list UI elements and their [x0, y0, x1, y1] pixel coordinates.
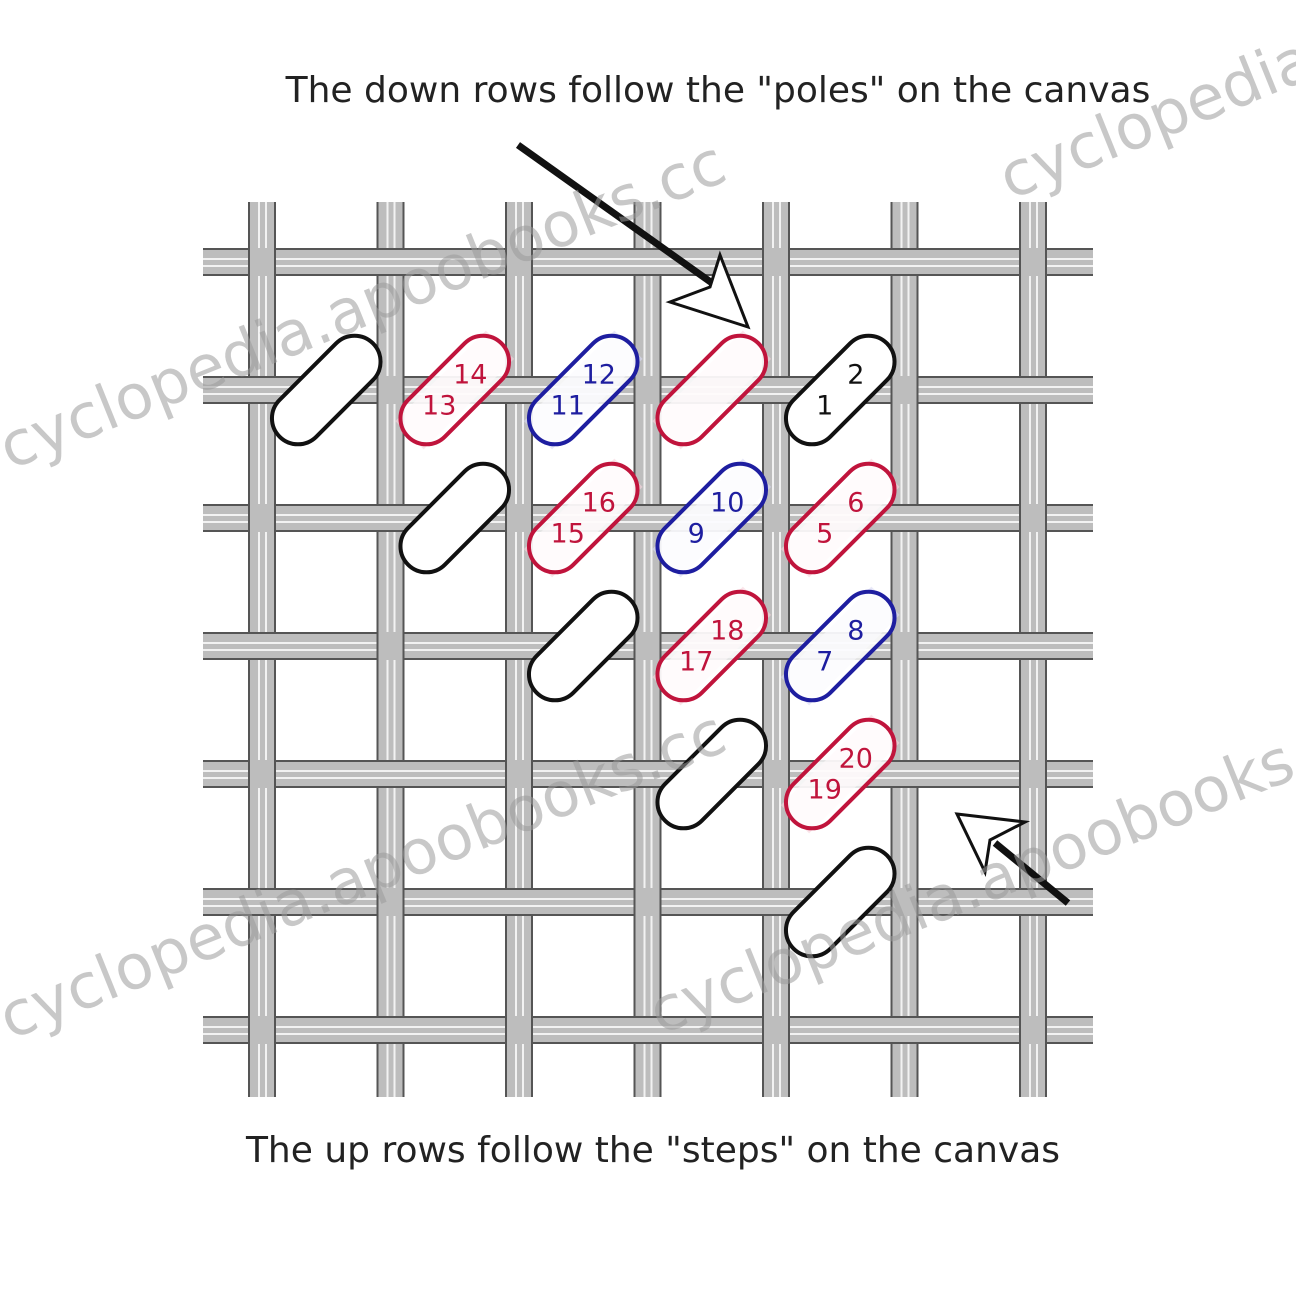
stitch-number: 1 — [816, 391, 833, 422]
horizontal-thread — [203, 248, 1093, 276]
stitch-number: 5 — [816, 519, 833, 550]
stitch-number: 19 — [808, 775, 842, 806]
stitch-number: 11 — [551, 391, 585, 422]
horizontal-thread — [203, 1016, 1093, 1044]
horizontal-thread — [203, 632, 1093, 660]
watermark-text: cyclopedia.apoobooks.cc — [0, 695, 735, 1054]
horizontal-thread — [203, 504, 1093, 532]
stitch-number: 2 — [847, 359, 864, 390]
stitch-number: 20 — [839, 743, 873, 774]
stitch-number: 9 — [688, 519, 705, 550]
stitch-number: 13 — [422, 391, 456, 422]
stitch-number: 12 — [582, 359, 616, 390]
stitch-number: 18 — [710, 615, 744, 646]
top-caption: The down rows follow the "poles" on the … — [0, 70, 1296, 111]
stitch-number: 15 — [551, 519, 585, 550]
stitch-number: 7 — [816, 647, 833, 678]
bottom-caption: The up rows follow the "steps" on the ca… — [0, 1130, 1296, 1171]
stitch-number: 8 — [847, 615, 864, 646]
stitch-number: 16 — [582, 487, 616, 518]
stitch-number: 10 — [710, 487, 744, 518]
stitch-number: 14 — [453, 359, 487, 390]
watermark-text: cyclopedia.apoobooks.cc — [0, 125, 735, 484]
stitch-number: 17 — [679, 647, 713, 678]
stitch-number: 6 — [847, 487, 864, 518]
